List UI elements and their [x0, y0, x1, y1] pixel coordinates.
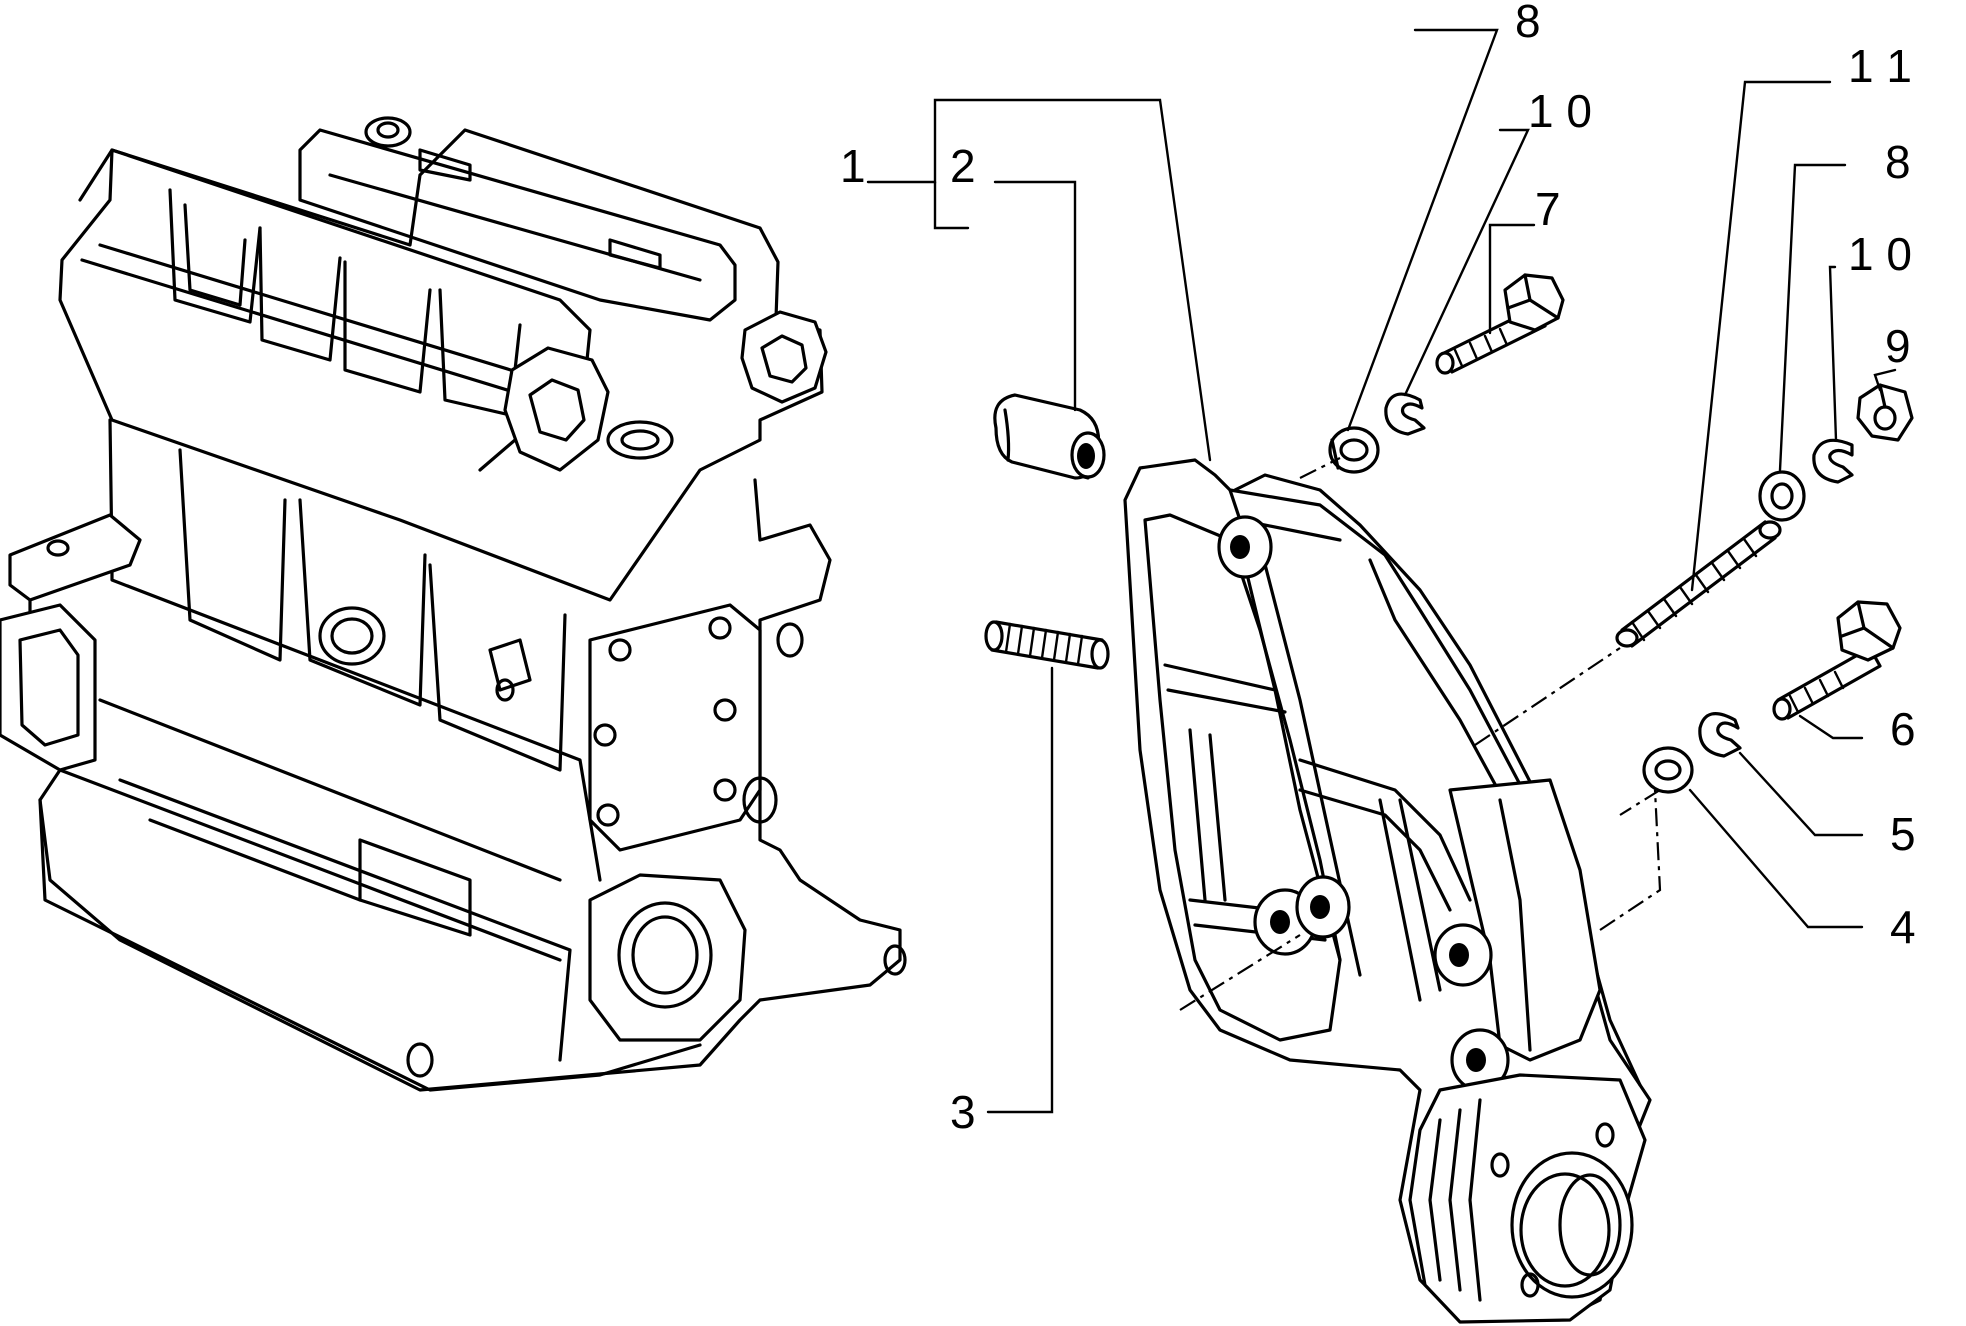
callout-11: 1 1 — [1848, 40, 1912, 92]
support-bracket — [1123, 458, 1652, 1324]
callout-8-right: 8 — [1885, 136, 1911, 188]
callout-4: 4 — [1890, 901, 1916, 953]
bushing — [993, 393, 1106, 480]
callout-5: 5 — [1890, 808, 1916, 860]
washer-4 — [1642, 746, 1694, 794]
callout-1: 1 — [840, 140, 866, 192]
assembly-center-lines — [1179, 457, 1662, 1011]
callout-10-top: 1 0 — [1528, 85, 1592, 137]
callout-7: 7 — [1535, 183, 1561, 235]
lock-washer-5 — [1698, 712, 1742, 758]
callout-2: 2 — [950, 140, 976, 192]
stud-11 — [1615, 520, 1782, 648]
nut-9 — [1856, 383, 1914, 442]
stud-3 — [984, 620, 1110, 670]
callout-3: 3 — [950, 1086, 976, 1138]
leader-lines — [866, 28, 1897, 1114]
washer-8a — [1328, 426, 1380, 474]
lock-washer-10b — [1812, 438, 1854, 484]
bolt-7 — [1435, 273, 1565, 375]
callout-8-top: 8 — [1515, 0, 1541, 47]
callout-9: 9 — [1885, 320, 1911, 372]
callout-labels: 1 2 3 4 5 6 7 8 8 9 1 0 1 0 1 1 — [840, 0, 1916, 1138]
engine-block — [0, 116, 907, 1092]
bolt-6 — [1772, 600, 1902, 721]
callout-6: 6 — [1890, 703, 1916, 755]
lock-washer-10a — [1384, 392, 1426, 436]
washer-8b — [1758, 470, 1806, 522]
callout-10-right: 1 0 — [1848, 228, 1912, 280]
